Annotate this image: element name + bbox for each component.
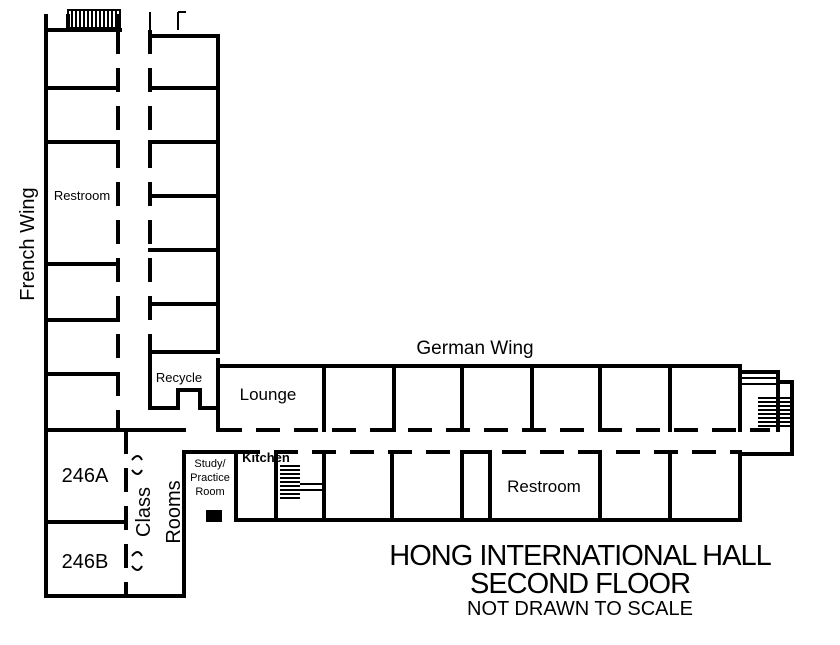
wall-stub-top	[149, 11, 186, 30]
restroom-german-label: Restroom	[507, 477, 581, 496]
study-label-line1: Study/	[194, 458, 226, 470]
title-line-2: SECOND FLOOR	[469, 568, 691, 600]
stairs-lower	[280, 465, 322, 499]
german-wing-label: German Wing	[416, 338, 533, 359]
stairs-right	[738, 377, 794, 456]
restroom-french-label: Restroom	[54, 188, 110, 203]
class-label: Class	[133, 487, 155, 537]
lounge-label: Lounge	[240, 385, 297, 404]
recycle-label: Recycle	[156, 370, 202, 385]
german-lower-outer-wall	[234, 450, 742, 522]
title-line-3: NOT DRAWN TO SCALE	[467, 598, 693, 620]
class-rooms-block	[44, 428, 186, 598]
stairs-top-left	[67, 9, 121, 29]
column-block	[206, 510, 222, 522]
study-label-line2: Practice	[190, 472, 230, 484]
title-line-1: HONG INTERNATIONAL HALL	[389, 540, 771, 572]
room-246a-label: 246A	[62, 465, 109, 487]
french-wing-label: French Wing	[17, 187, 39, 300]
kitchen-label: Kitchen	[242, 450, 290, 465]
study-label-line3: Room	[195, 486, 224, 498]
room-246b-label: 246B	[62, 551, 109, 573]
rooms-label: Rooms	[163, 480, 185, 543]
recycle-room	[148, 358, 220, 410]
door-arrow	[131, 455, 143, 461]
